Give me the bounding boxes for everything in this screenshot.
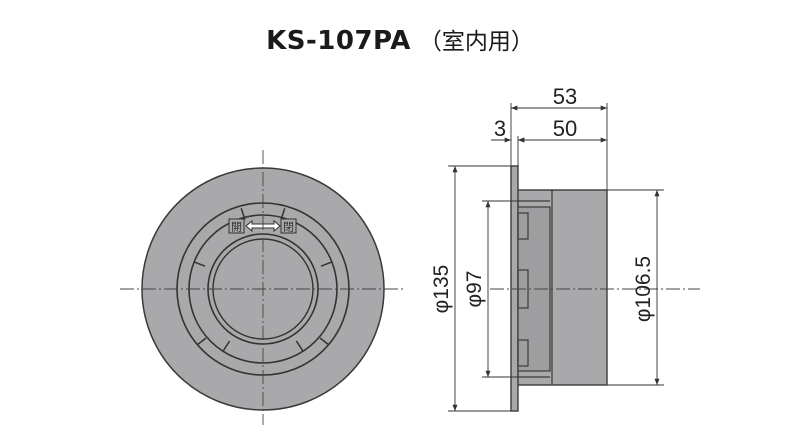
inner-sleeve-details	[517, 190, 553, 385]
flange	[510, 165, 519, 412]
usage-label: （室内用）	[418, 29, 534, 55]
dim-flange-diameter: φ135	[430, 265, 453, 314]
ring-dividers	[193, 208, 333, 353]
drawing-title: KS-107PA （室内用）	[0, 22, 800, 56]
dim-overall-length: 53	[553, 84, 577, 109]
model-name: KS-107PA	[266, 26, 411, 56]
close-mark-box	[280, 218, 297, 234]
close-mark: 閉	[283, 221, 294, 234]
open-mark-box	[228, 218, 245, 234]
front-view: 開 閉	[120, 150, 406, 425]
open-mark: 開	[231, 221, 242, 234]
side-view	[490, 165, 700, 412]
dim-body-length: 50	[553, 116, 577, 141]
dimension-lines	[448, 103, 664, 412]
dim-inner-diameter: φ97	[463, 271, 486, 308]
front-center-lines	[120, 150, 406, 425]
dim-flange-thickness: 3	[494, 116, 506, 141]
dim-body-diameter: φ106.5	[632, 256, 655, 322]
